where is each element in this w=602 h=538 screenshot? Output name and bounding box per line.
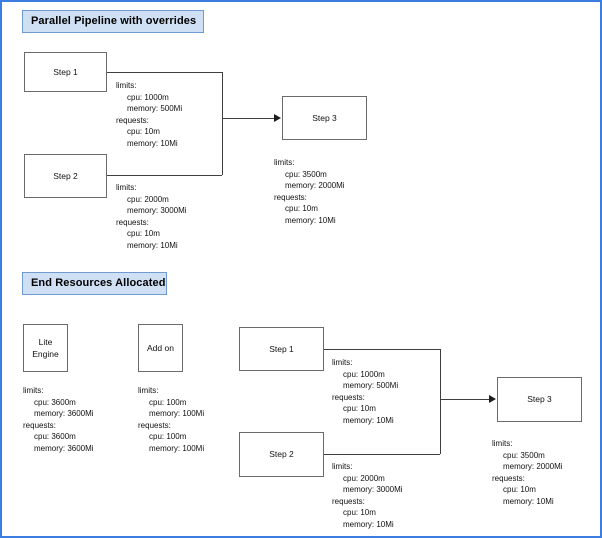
spec-bottom-step-3-limits-label: limits: bbox=[492, 439, 513, 448]
node-bottom-step-2-label: Step 2 bbox=[269, 449, 294, 460]
spec-bottom-step-2-requests-label: requests: bbox=[332, 496, 365, 506]
spec-bottom-step-3: limits: cpu: 3500m memory: 2000Mi reques… bbox=[492, 438, 563, 508]
spec-lite-engine-requests-cpu: cpu: 3600m bbox=[34, 432, 76, 442]
node-add-on[interactable]: Add on bbox=[138, 324, 183, 372]
spec-bottom-step-2-requests-memory: memory: 10Mi bbox=[343, 519, 394, 529]
spec-top-step-1-requests-cpu: cpu: 10m bbox=[127, 127, 160, 137]
spec-add-on-requests-label: requests: bbox=[138, 420, 171, 430]
spec-bottom-step-1-requests-cpu: cpu: 10m bbox=[343, 404, 376, 414]
spec-bottom-step-3-limits-cpu: cpu: 3500m bbox=[503, 450, 545, 460]
node-bottom-step-3-label: Step 3 bbox=[527, 394, 552, 405]
spec-top-step-1-limits-cpu: cpu: 1000m bbox=[127, 92, 169, 102]
connector-top-junction-vertical bbox=[222, 72, 223, 175]
spec-top-step-1-requests-memory: memory: 10Mi bbox=[127, 138, 178, 148]
spec-bottom-step-1-requests-label: requests: bbox=[332, 392, 365, 402]
spec-bottom-step-1-requests-memory: memory: 10Mi bbox=[343, 415, 394, 425]
spec-top-step-1: limits: cpu: 1000m memory: 500Mi request… bbox=[116, 80, 182, 150]
spec-bottom-step-3-limits-memory: memory: 2000Mi bbox=[503, 462, 563, 472]
arrowhead-bottom-step3 bbox=[489, 395, 496, 403]
node-top-step-2-label: Step 2 bbox=[53, 170, 78, 181]
spec-add-on-requests-memory: memory: 100Mi bbox=[149, 443, 205, 453]
spec-top-step-3-requests-memory: memory: 10Mi bbox=[285, 215, 336, 225]
spec-lite-engine: limits: cpu: 3600m memory: 3600Mi reques… bbox=[23, 385, 94, 455]
spec-top-step-1-limits-label: limits: bbox=[116, 81, 137, 90]
spec-top-step-2: limits: cpu: 2000m memory: 3000Mi reques… bbox=[116, 182, 187, 252]
node-lite-engine-label-line1: Lite bbox=[38, 336, 53, 347]
spec-top-step-3: limits: cpu: 3500m memory: 2000Mi reques… bbox=[274, 157, 345, 227]
spec-top-step-1-limits-memory: memory: 500Mi bbox=[127, 104, 183, 114]
spec-add-on-requests-cpu: cpu: 100m bbox=[149, 432, 187, 442]
spec-top-step-2-limits-label: limits: bbox=[116, 183, 137, 192]
connector-bottom-junction-vertical bbox=[440, 349, 441, 454]
spec-bottom-step-2-limits-cpu: cpu: 2000m bbox=[343, 473, 385, 483]
spec-add-on-limits-cpu: cpu: 100m bbox=[149, 397, 187, 407]
spec-lite-engine-requests-label: requests: bbox=[23, 420, 56, 430]
connector-bottom-junction-to-step3 bbox=[440, 399, 489, 400]
spec-lite-engine-requests-memory: memory: 3600Mi bbox=[34, 443, 94, 453]
spec-top-step-2-requests-label: requests: bbox=[116, 217, 149, 227]
spec-bottom-step-2-requests-cpu: cpu: 10m bbox=[343, 508, 376, 518]
spec-add-on-limits-memory: memory: 100Mi bbox=[149, 409, 205, 419]
section-title-parallel-pipeline: Parallel Pipeline with overrides bbox=[22, 10, 204, 33]
spec-top-step-3-limits-memory: memory: 2000Mi bbox=[285, 181, 345, 191]
connector-top-step1-horizontal bbox=[107, 72, 222, 73]
spec-add-on-limits-label: limits: bbox=[138, 386, 159, 395]
connector-top-step2-horizontal bbox=[107, 175, 222, 176]
node-add-on-label: Add on bbox=[147, 342, 174, 353]
node-bottom-step-3[interactable]: Step 3 bbox=[497, 377, 582, 422]
node-bottom-step-1[interactable]: Step 1 bbox=[239, 327, 324, 371]
spec-top-step-3-limits-cpu: cpu: 3500m bbox=[285, 169, 327, 179]
spec-bottom-step-1-limits-memory: memory: 500Mi bbox=[343, 381, 399, 391]
node-lite-engine-label-line2: Engine bbox=[32, 349, 59, 359]
spec-top-step-3-limits-label: limits: bbox=[274, 158, 295, 167]
spec-top-step-3-requests-label: requests: bbox=[274, 192, 307, 202]
section-title-parallel-pipeline-label: Parallel Pipeline with overrides bbox=[31, 15, 197, 27]
spec-bottom-step-2-limits-memory: memory: 3000Mi bbox=[343, 485, 403, 495]
spec-top-step-2-limits-cpu: cpu: 2000m bbox=[127, 194, 169, 204]
connector-bottom-step2-horizontal bbox=[324, 454, 440, 455]
node-top-step-2[interactable]: Step 2 bbox=[24, 154, 107, 198]
spec-bottom-step-3-requests-cpu: cpu: 10m bbox=[503, 485, 536, 495]
spec-add-on: limits: cpu: 100m memory: 100Mi requests… bbox=[138, 385, 204, 455]
spec-top-step-3-requests-cpu: cpu: 10m bbox=[285, 204, 318, 214]
arrowhead-top-step3 bbox=[274, 114, 281, 122]
connector-top-junction-to-step3 bbox=[222, 118, 274, 119]
spec-top-step-1-requests-label: requests: bbox=[116, 115, 149, 125]
spec-bottom-step-2-limits-label: limits: bbox=[332, 462, 353, 471]
spec-lite-engine-limits-memory: memory: 3600Mi bbox=[34, 409, 94, 419]
spec-bottom-step-3-requests-label: requests: bbox=[492, 473, 525, 483]
node-top-step-1[interactable]: Step 1 bbox=[24, 52, 107, 92]
node-top-step-3[interactable]: Step 3 bbox=[282, 96, 367, 140]
spec-top-step-2-requests-memory: memory: 10Mi bbox=[127, 240, 178, 250]
node-top-step-3-label: Step 3 bbox=[312, 112, 337, 123]
connector-bottom-step1-horizontal bbox=[324, 349, 440, 350]
spec-bottom-step-2: limits: cpu: 2000m memory: 3000Mi reques… bbox=[332, 461, 403, 531]
spec-bottom-step-1-limits-cpu: cpu: 1000m bbox=[343, 369, 385, 379]
section-title-end-resources-label: End Resources Allocated bbox=[31, 277, 166, 289]
spec-lite-engine-limits-cpu: cpu: 3600m bbox=[34, 397, 76, 407]
node-top-step-1-label: Step 1 bbox=[53, 66, 78, 77]
spec-lite-engine-limits-label: limits: bbox=[23, 386, 44, 395]
spec-top-step-2-limits-memory: memory: 3000Mi bbox=[127, 206, 187, 216]
node-bottom-step-2[interactable]: Step 2 bbox=[239, 432, 324, 477]
section-title-end-resources: End Resources Allocated bbox=[22, 272, 167, 295]
node-bottom-step-1-label: Step 1 bbox=[269, 343, 294, 354]
spec-bottom-step-3-requests-memory: memory: 10Mi bbox=[503, 496, 554, 506]
spec-top-step-2-requests-cpu: cpu: 10m bbox=[127, 229, 160, 239]
node-lite-engine[interactable]: Lite Engine bbox=[23, 324, 68, 372]
spec-bottom-step-1: limits: cpu: 1000m memory: 500Mi request… bbox=[332, 357, 398, 427]
spec-bottom-step-1-limits-label: limits: bbox=[332, 358, 353, 367]
